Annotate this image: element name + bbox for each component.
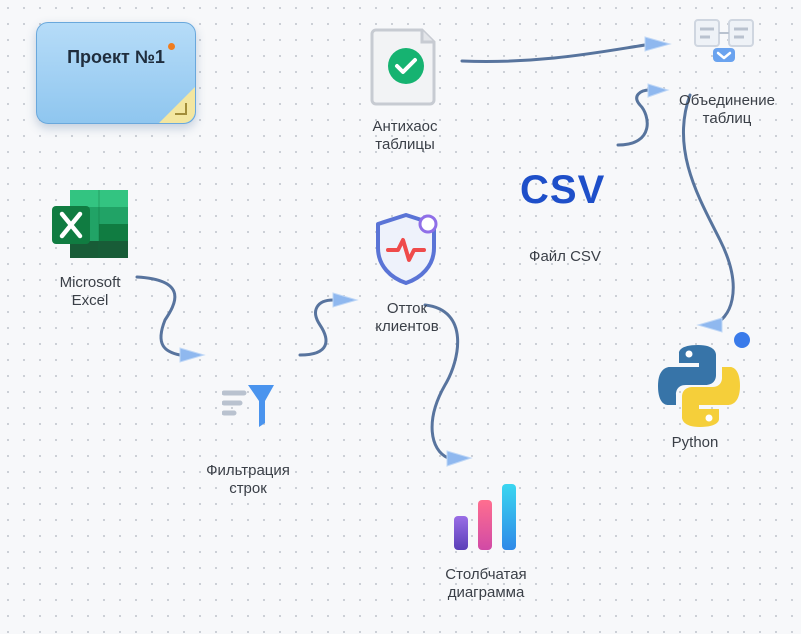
arrowhead-filter (179, 347, 206, 363)
sticky-note-project[interactable]: Проект №1 (36, 22, 196, 124)
sticky-note-fold (159, 87, 195, 123)
arrowhead-merge (644, 36, 672, 52)
label-csv: Файл CSV (529, 248, 601, 265)
python-status-dot (734, 332, 750, 348)
arrowhead-csv-merge (647, 83, 670, 98)
connector-filter-churn (298, 298, 335, 357)
sticky-note-dot (168, 43, 175, 50)
bar-chart-icon (454, 484, 516, 550)
node-barchart[interactable] (452, 484, 520, 550)
excel-icon (52, 190, 128, 258)
label-excel: Microsoft Excel (59, 274, 121, 309)
csv-title[interactable]: CSV (520, 168, 606, 212)
node-antichaos[interactable] (370, 24, 440, 108)
label-barchart: Столбчатая диаграмма (445, 566, 527, 601)
sticky-note-resize-icon[interactable] (175, 103, 187, 115)
node-excel[interactable] (52, 190, 128, 258)
filter-icon (221, 385, 274, 427)
arrowhead-barchart (446, 450, 473, 467)
node-python[interactable] (656, 343, 742, 429)
table-merge-icon (694, 19, 754, 62)
connector-merge-python (681, 93, 735, 327)
label-antichaos: Антихаос таблицы (372, 118, 438, 153)
connector-csv-merge (616, 88, 652, 147)
node-churn[interactable] (374, 212, 440, 286)
label-filter: Фильтрация строк (206, 462, 290, 497)
connector-excel-filter (135, 275, 182, 357)
connector-antichaos-merge (460, 43, 647, 63)
label-python: Python (671, 434, 719, 451)
label-merge: Объединение таблиц (679, 92, 775, 127)
arrowhead-churn (332, 292, 359, 308)
node-filter[interactable] (221, 383, 274, 429)
label-churn: Отток клиентов (375, 300, 439, 335)
node-merge[interactable] (693, 18, 755, 64)
document-check-icon (370, 28, 436, 106)
sticky-note-title: Проект №1 (67, 47, 165, 67)
python-icon (658, 345, 740, 427)
shield-pulse-icon (376, 213, 438, 285)
connector-churn-barchart (423, 303, 460, 460)
arrowhead-python (696, 317, 723, 333)
